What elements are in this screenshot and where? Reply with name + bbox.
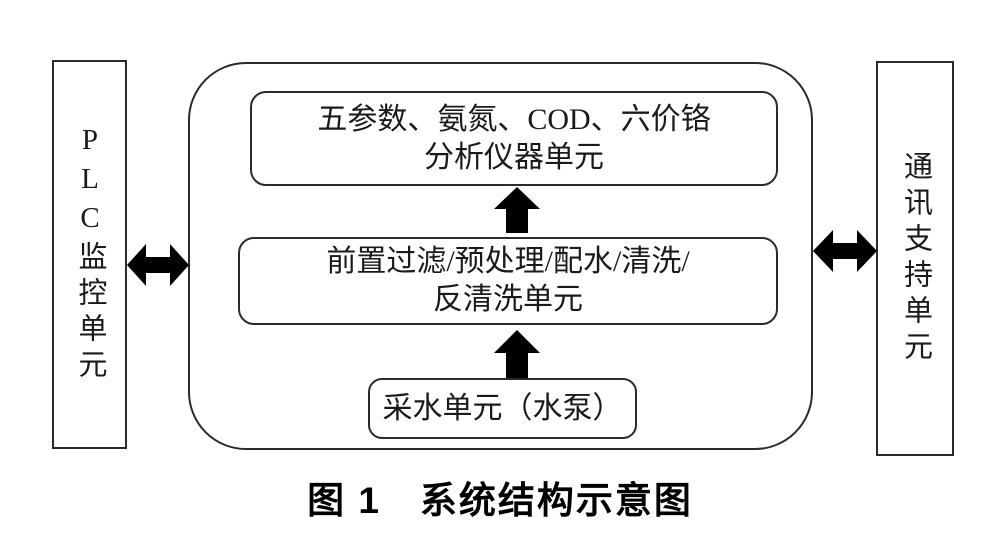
pretreatment-unit-box: 前置过滤/预处理/配水/清洗/ 反清洗单元 — [238, 237, 778, 325]
up-arrow-icon — [494, 330, 540, 378]
analyzer-unit-line1: 五参数、氨氮、COD、六价铬 — [317, 102, 711, 136]
double-headed-arrow-icon — [813, 230, 877, 272]
analyzer-unit-line2: 分析仪器单元 — [424, 140, 604, 174]
water-intake-unit-box: 采水单元（水泵） — [368, 378, 637, 439]
plc-monitor-unit-label: PLC监控单元 — [74, 124, 106, 385]
comm-support-unit-box: 通讯支持单元 — [876, 61, 954, 456]
pretreatment-unit-line1: 前置过滤/预处理/配水/清洗/ — [326, 245, 690, 278]
water-intake-unit-label: 采水单元（水泵） — [382, 391, 623, 425]
analyzer-unit-box: 五参数、氨氮、COD、六价铬 分析仪器单元 — [250, 91, 778, 186]
up-arrow-icon — [494, 187, 540, 233]
double-headed-arrow-icon — [127, 244, 189, 286]
pretreatment-unit-line2: 反清洗单元 — [433, 283, 583, 316]
figure-caption: 图 1 系统结构示意图 — [307, 480, 693, 521]
plc-monitor-unit-box: PLC监控单元 — [52, 60, 127, 449]
comm-support-unit-label: 通讯支持单元 — [899, 150, 932, 367]
